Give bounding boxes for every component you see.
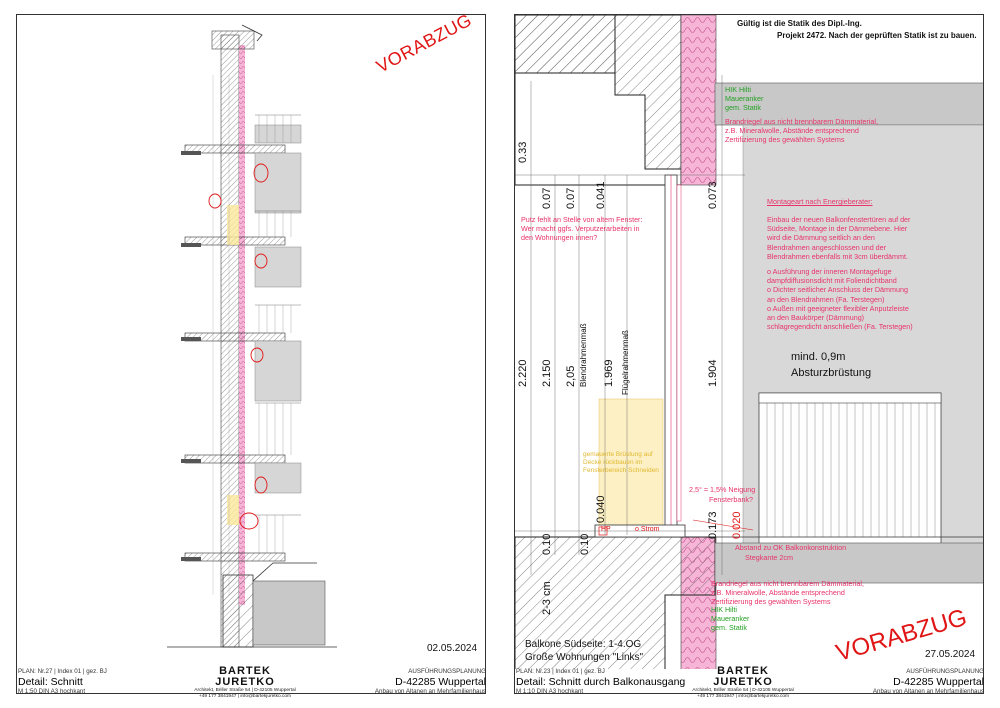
abstand-note-1: Abstand zu OK Balkonkonstruktion: [735, 543, 847, 552]
scale-line: M 1:50 DIN A3 hochkant: [18, 688, 86, 695]
logo-line-1: BARTEK: [717, 665, 769, 677]
brandriegel-top-line-3: Zertifizierung des gewählten Systems: [725, 135, 845, 145]
montage-line: wird die Dämmung seitlich an den: [767, 233, 875, 243]
slope-note-2: Fensterbank?: [709, 495, 753, 504]
hik-bottom-line-2: Maueranker: [711, 614, 750, 624]
date-right: 27.05.2024: [925, 649, 976, 660]
logo: BARTEK JURETKO Architekt, Briller Straße…: [190, 666, 300, 700]
balkone-line-1: Balkone Südseite: 1-4.OG: [525, 639, 642, 650]
dim-0173: 0.173: [707, 511, 719, 539]
brandriegel-bottom: Brandriegel aus nicht brennbarem Dämmate…: [711, 579, 864, 607]
hik-bottom-line-1: HIK Hilti: [711, 605, 737, 614]
brandriegel-top-line-2: z.B. Mineralwolle, Abstände entsprechend: [725, 126, 859, 136]
montage-line: Blendrahmen angeschlossen und der: [767, 242, 887, 252]
dim-007b: 0.07: [565, 187, 577, 209]
logo: BARTEK JURETKO Architekt, Briller Straße…: [688, 666, 798, 700]
montage-line: o Dichter seitlicher Anschluss der Dämmu…: [767, 285, 909, 295]
absturz-label: Absturzbrüstung: [791, 367, 872, 379]
drawing-sheet-left: VORABZUG 02.05.2024: [16, 14, 486, 694]
brandriegel-bottom-line-1: Brandriegel aus nicht brennbarem Dämmate…: [711, 579, 865, 588]
brandriegel-bottom-line-2: z.B. Mineralwolle, Abstände entsprechend: [711, 588, 845, 598]
date-left: 02.05.2024: [427, 643, 478, 654]
dim-23cm: 2-3 cm: [541, 581, 553, 615]
montage-text: Einbau der neuen Balkonfenstertüren auf …: [767, 215, 913, 331]
office-line-1: Architekt, Briller Straße 54 | D-42105 W…: [692, 688, 794, 693]
project: Anbau von Altanen an Mehrfamilienhaus: [872, 688, 984, 695]
dim-0040: 0.040: [595, 495, 607, 523]
logo-line-2: JURETKO: [713, 676, 773, 688]
hik-top-line-2: Maueranker: [725, 94, 764, 104]
dim-010a: 0.10: [541, 533, 553, 555]
hik-top-line-3: gem. Statik: [725, 103, 761, 113]
montage-line: schlagregendicht anschließen (Fa. Terste…: [767, 322, 913, 332]
dim-0020: 0.020: [731, 511, 743, 539]
montage-title: Montageart nach Energieberater:: [767, 197, 873, 206]
drawing-sheet-right: Gültig ist die Statik des Dipl.-Ing. Pro…: [514, 14, 984, 694]
putz-note: Putz fehlt an Stelle von altem Fenster: …: [521, 215, 642, 243]
office-line-2: +49 177 3841947 | info@bartekjuretko.com: [696, 694, 790, 699]
yellow-line-2: Decke rückbauen im: [583, 459, 643, 466]
abstand-note-2: Stegkante 2cm: [745, 553, 793, 562]
dim-033: 0.33: [517, 141, 529, 163]
phase: AUSFÜHRUNGSPLANUNG: [906, 668, 984, 675]
brandriegel-top: Brandriegel aus nicht brennbarem Dämmate…: [725, 117, 878, 145]
montage-line: an den Baukörper (Dämmung): [767, 313, 865, 323]
office-line-1: Architekt, Briller Straße 54 | D-42105 W…: [194, 688, 296, 693]
montage-line: Blendrahmen ebenfalls mit 3cm überdämmt.: [767, 251, 909, 261]
strom-label: o Strom: [635, 526, 660, 533]
montage-line: o Ausführung der inneren Montagefuge: [767, 267, 892, 277]
dim-010b: 0.10: [579, 533, 591, 555]
phase: AUSFÜHRUNGSPLANUNG: [408, 668, 486, 675]
brandriegel-bottom-line-3: Zertifizierung des gewählten Systems: [711, 597, 831, 607]
detail-title: Detail: Schnitt: [18, 676, 83, 688]
balkone-line-2: Große Wohnungen "Links": [525, 652, 644, 663]
statik-note-1: Gültig ist die Statik des Dipl.-Ing.: [737, 19, 862, 28]
hik-top-line-1: HIK Hilti: [725, 85, 751, 94]
yellow-note: gemauerte Brüstung auf Decke rückbauen i…: [583, 451, 659, 475]
montage-line: dampfdiffusionsdicht mit Foliendichtband: [767, 276, 897, 286]
dim-205: 2,05: [565, 365, 577, 387]
slope-note-1: 2,5° = 1,5% Neigung: [689, 485, 756, 494]
dim-2220: 2.220: [517, 359, 529, 387]
logo-line-1: BARTEK: [219, 665, 271, 677]
dim-007a: 0.07: [541, 187, 553, 209]
putz-line-2: Wer macht ggfs. Verputzerarbeiten in: [521, 224, 640, 234]
project: Anbau von Altanen an Mehrfamilienhaus: [374, 688, 486, 695]
mind-label: mind. 0,9m: [791, 351, 846, 363]
plan-line: PLAN: Nr.27 | Index 01 | gez. BJ: [18, 668, 107, 675]
hik-top: HIK Hilti Maueranker gem. Statik: [725, 85, 763, 113]
title-block-right: PLAN: Nr.23 | Index 01 | gez. BJ Detail:…: [516, 666, 984, 708]
dim-0041: 0.041: [595, 181, 607, 209]
dim-1904: 1.904: [707, 359, 719, 387]
hik-bottom-line-3: gem. Statik: [711, 623, 747, 633]
section-drawing-left: [167, 24, 337, 648]
office-line-2: +49 177 3841947 | info@bartekjuretko.com: [198, 694, 292, 699]
statik-note-2: Projekt 2472. Nach der geprüften Statik …: [777, 31, 977, 40]
city: D-42285 Wuppertal: [893, 676, 984, 688]
dim-fluegelrahmen: Flügelrahmenmaß: [621, 330, 630, 395]
montage-line: o Außen mit geeigneter flexibler Anputzl…: [767, 303, 909, 313]
hp-label: HP: [601, 526, 611, 533]
city: D-42285 Wuppertal: [395, 676, 486, 688]
montage-line: an den Blendrahmen (Fa. Terstegen): [767, 294, 885, 304]
hik-bottom: HIK Hilti Maueranker gem. Statik: [711, 605, 749, 633]
dim-1969: 1.969: [603, 359, 615, 387]
detail-title: Detail: Schnitt durch Balkonausgang: [516, 676, 686, 688]
dim-0073: 0.073: [707, 181, 719, 209]
yellow-line-1: gemauerte Brüstung auf: [583, 451, 653, 458]
scale-line: M 1:10 DIN A3 hochkant: [516, 688, 584, 695]
plan-line: PLAN: Nr.23 | Index 01 | gez. BJ: [516, 668, 605, 675]
section-drawing-right: [515, 15, 983, 669]
putz-line-3: den Wohnungen innen?: [521, 233, 598, 243]
montage-line: Einbau der neuen Balkonfenstertüren auf …: [767, 215, 911, 224]
title-block-left: PLAN: Nr.27 | Index 01 | gez. BJ Detail:…: [18, 666, 486, 708]
putz-line-1: Putz fehlt an Stelle von altem Fenster:: [521, 215, 643, 224]
dim-2150: 2.150: [541, 359, 553, 387]
brandriegel-top-line-1: Brandriegel aus nicht brennbarem Dämmate…: [725, 117, 879, 126]
dim-blendrahmen: Blendrahmenmaß: [579, 323, 588, 387]
montage-line: Südseite, Montage in der Dämmebene. Hier: [767, 224, 908, 234]
yellow-line-3: Fensterbereich Schneiden: [583, 467, 659, 474]
logo-line-2: JURETKO: [215, 676, 275, 688]
